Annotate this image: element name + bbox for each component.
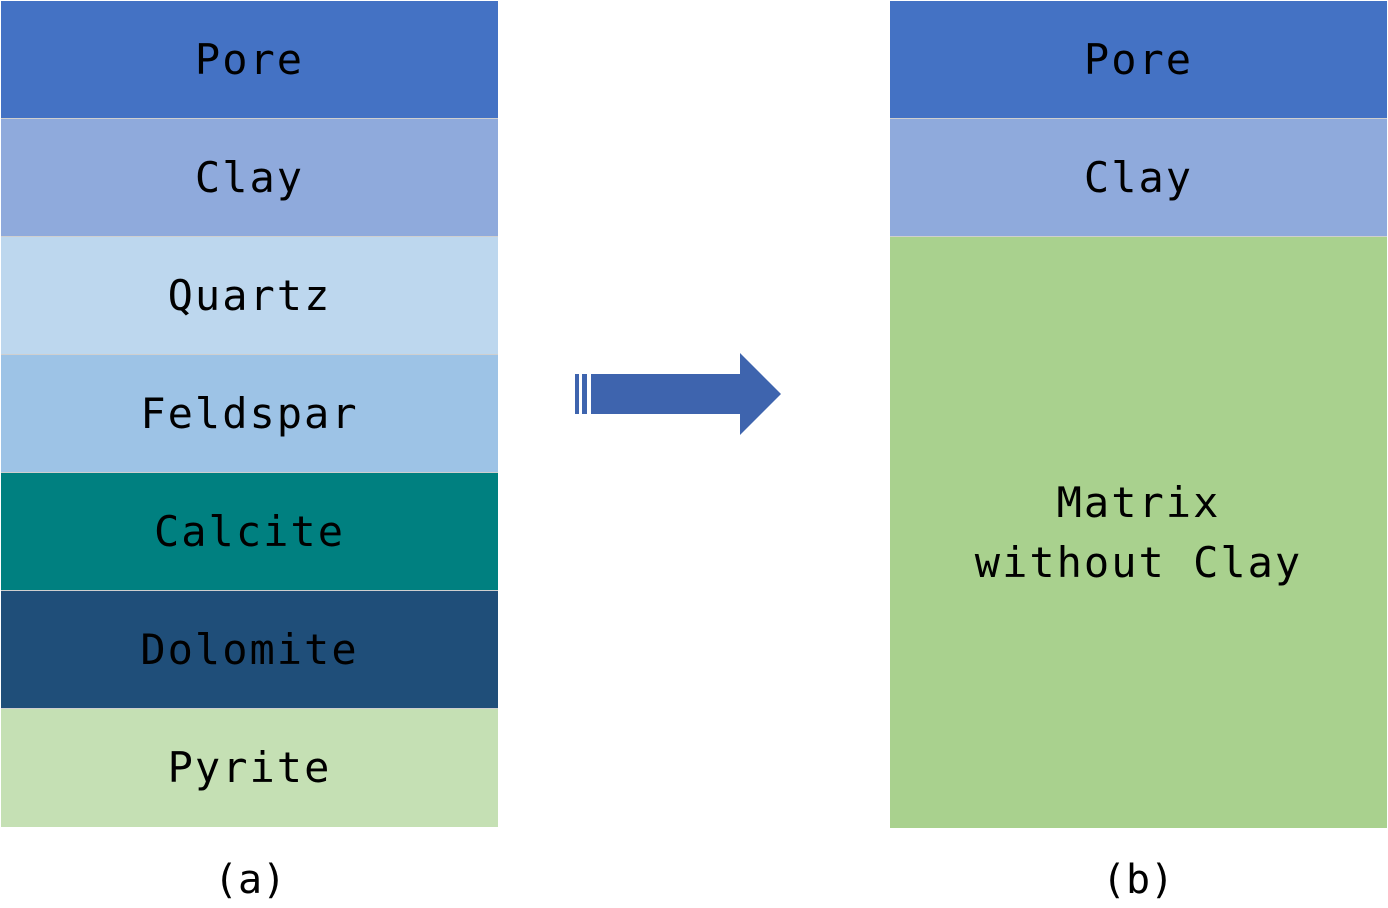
layer-label: Matrix without Clay — [974, 477, 1303, 587]
layer-label: Pore — [194, 34, 305, 84]
layer-label: Feldspar — [140, 388, 359, 438]
arrow-body — [591, 353, 781, 435]
right-arrow-icon — [575, 353, 781, 435]
layer-pore: Pore — [890, 1, 1387, 119]
layer-clay: Clay — [1, 119, 498, 237]
layer-label: Clay — [1083, 152, 1194, 202]
panel-b-layer-stack: Pore Clay Matrix without Clay — [890, 1, 1387, 828]
layer-feldspar: Feldspar — [1, 355, 498, 473]
layer-quartz: Quartz — [1, 237, 498, 355]
layer-label: Pyrite — [167, 743, 332, 792]
arrow-stripe — [582, 374, 587, 414]
arrow-stripe — [575, 374, 579, 414]
layer-label: Clay — [194, 152, 305, 202]
layer-label: Dolomite — [140, 624, 359, 674]
layer-label: Calcite — [153, 506, 345, 556]
layer-calcite: Calcite — [1, 473, 498, 591]
panel-a-caption: (a) — [213, 857, 287, 903]
panel-a-layer-stack: Pore Clay Quartz Feldspar Calcite Dolomi… — [1, 1, 498, 828]
layer-pyrite: Pyrite — [1, 709, 498, 827]
layer-label: Quartz — [167, 270, 332, 320]
layer-dolomite: Dolomite — [1, 591, 498, 709]
panel-b-caption: (b) — [1101, 857, 1175, 903]
layer-clay: Clay — [890, 119, 1387, 237]
layer-label: Pore — [1083, 34, 1194, 84]
layer-pore: Pore — [1, 1, 498, 119]
layer-matrix-without-clay: Matrix without Clay — [890, 237, 1387, 828]
